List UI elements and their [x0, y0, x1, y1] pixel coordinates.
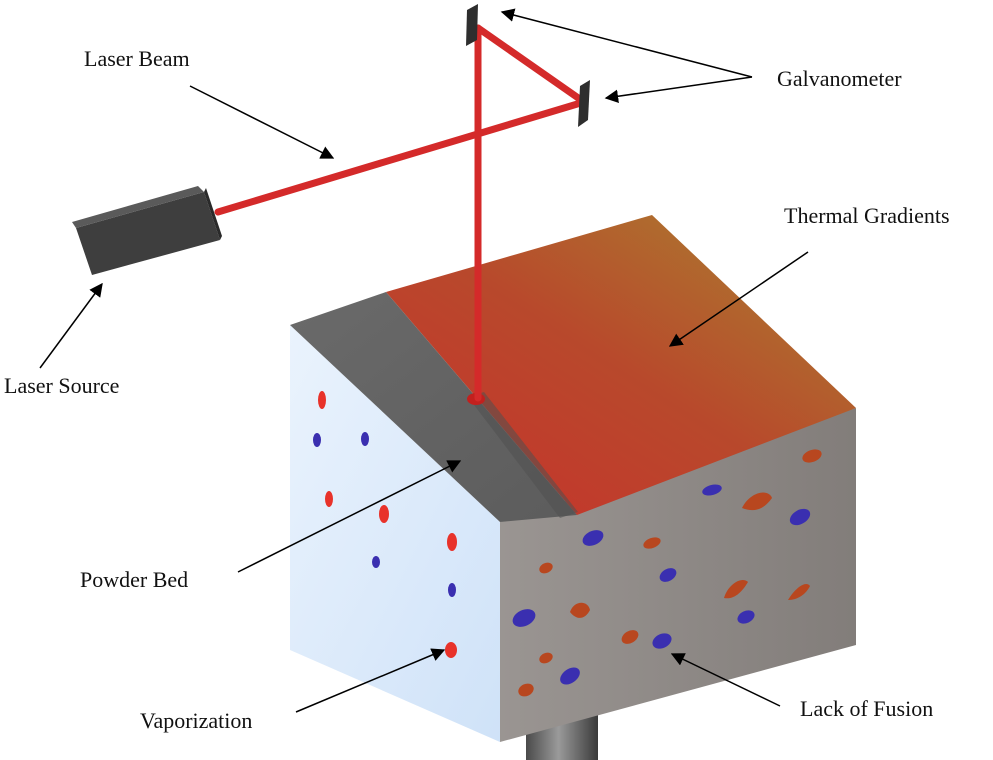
pore: [512, 609, 536, 627]
pore: [652, 633, 672, 649]
block-left-face: [290, 325, 500, 742]
arrow-laser-beam: [189, 85, 335, 159]
pore: [445, 642, 457, 658]
laser-source-box: [72, 186, 222, 275]
label-powder-bed: Powder Bed: [80, 567, 188, 592]
label-thermal-gradients: Thermal Gradients: [784, 203, 950, 228]
galvanometer-mirror-right: [578, 80, 590, 127]
lack-of-fusion-pores-front: [512, 484, 811, 685]
lack-of-fusion-pores-left: [313, 432, 456, 597]
pore: [621, 630, 639, 644]
arrow-galvanometer-top: [500, 8, 753, 78]
arrow-vaporization: [295, 648, 446, 713]
pore: [789, 508, 811, 526]
label-lack-of-fusion: Lack of Fusion: [800, 696, 933, 721]
pore: [582, 530, 604, 546]
pore: [659, 568, 677, 582]
pore: [372, 556, 380, 568]
annotation-arrows: [39, 8, 809, 713]
laser-beam-horizontal: [214, 98, 588, 216]
pore: [539, 652, 553, 664]
thermal-pores-front: [518, 449, 822, 697]
pore: [724, 579, 748, 599]
pore: [318, 391, 326, 409]
pore: [325, 491, 333, 507]
pore: [448, 583, 456, 597]
label-galvanometer: Galvanometer: [777, 66, 902, 91]
galvanometer-mirror-top: [466, 4, 478, 46]
label-laser-source: Laser Source: [4, 373, 119, 398]
pore: [802, 449, 822, 463]
label-vaporization: Vaporization: [140, 708, 252, 733]
pore: [742, 492, 772, 511]
pore: [518, 683, 534, 697]
laser-beam-mirror-link: [474, 24, 588, 106]
pore: [361, 432, 369, 446]
melt-pool-slot: [468, 392, 578, 518]
pore: [560, 667, 580, 685]
arrow-galvanometer-right: [604, 76, 753, 103]
arrow-lack-of-fusion: [670, 653, 781, 707]
pore: [379, 505, 389, 523]
pore: [539, 562, 553, 574]
label-laser-beam: Laser Beam: [84, 46, 190, 71]
pore: [570, 602, 590, 618]
thermal-gradient-top: [386, 215, 856, 515]
arrow-powder-bed: [237, 460, 462, 573]
vaporization-pores: [318, 391, 457, 658]
pore: [788, 583, 810, 600]
powder-bed-strip: [290, 292, 577, 522]
pore: [643, 537, 661, 549]
galvanometer-mirrors: [466, 4, 590, 127]
pore: [702, 484, 722, 496]
arrow-thermal-gradients: [668, 251, 809, 347]
pore: [313, 433, 321, 447]
arrow-laser-source: [39, 282, 103, 369]
pore: [737, 610, 755, 624]
block-front-face: [500, 408, 856, 742]
laser-beam-path: [214, 24, 588, 402]
pore: [447, 533, 457, 551]
